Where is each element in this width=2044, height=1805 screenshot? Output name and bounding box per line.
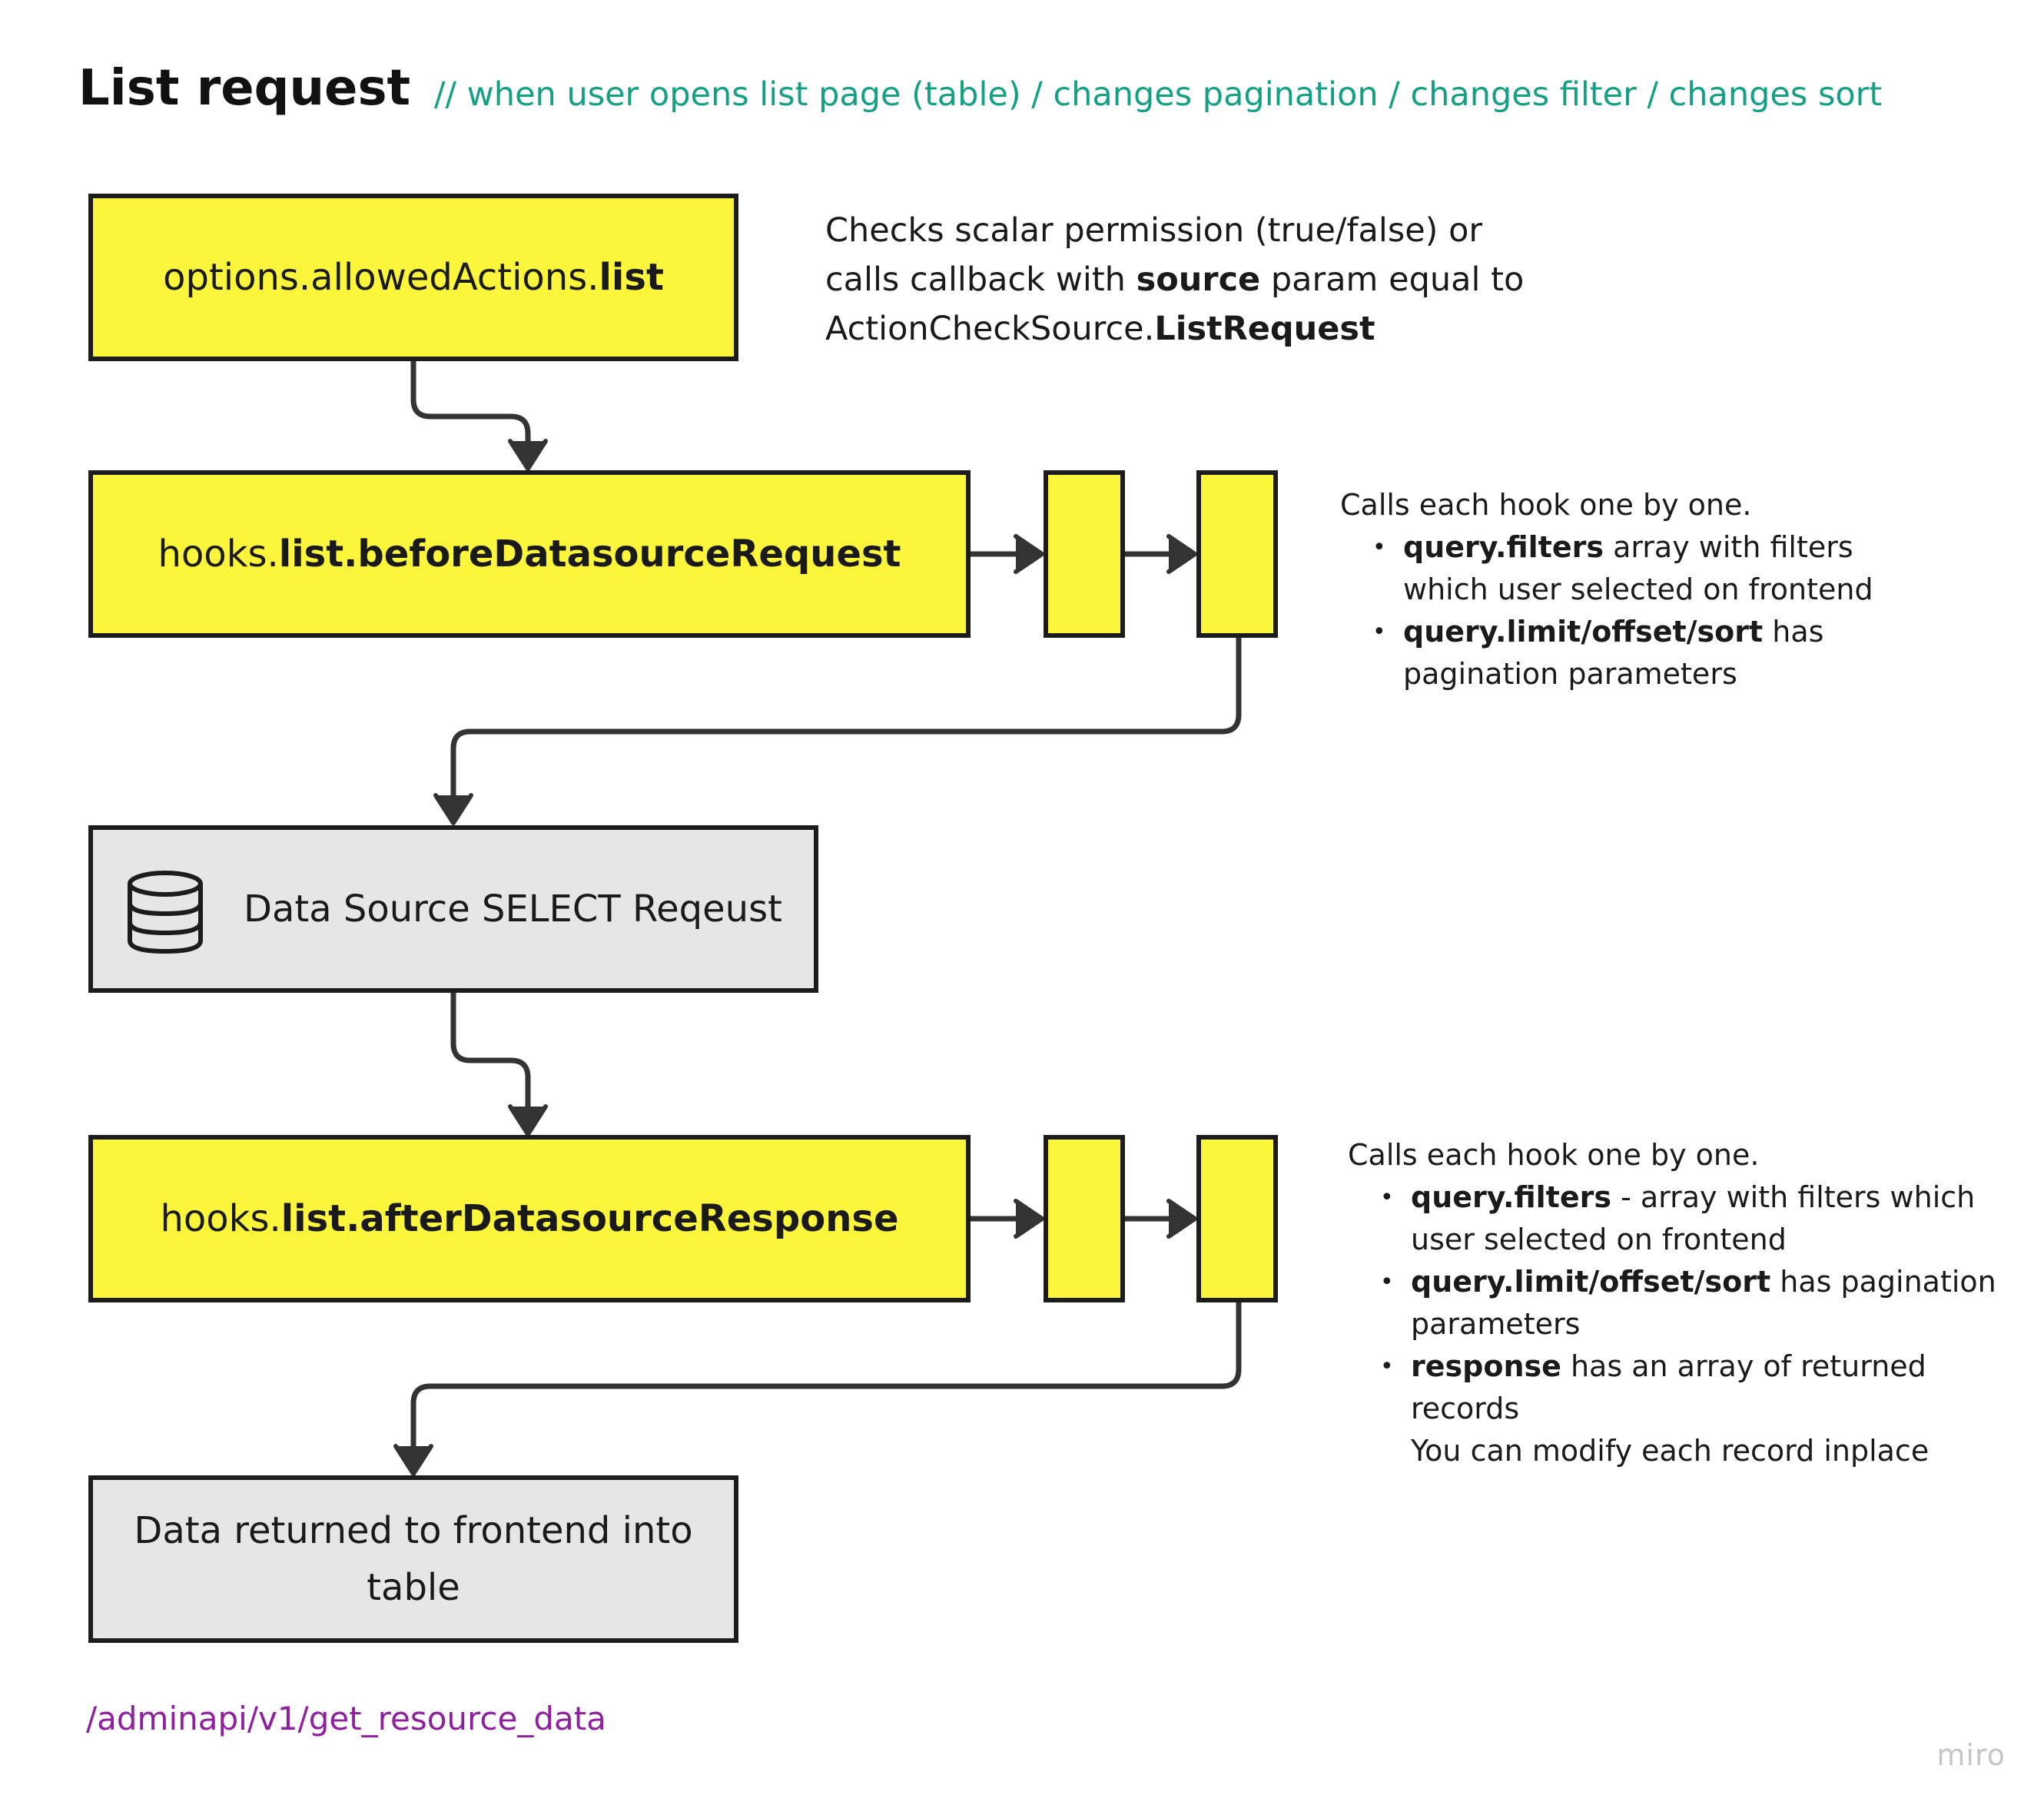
datasource-select-label: Data Source SELECT Reqeust: [244, 888, 782, 931]
datasource-select-node[interactable]: Data Source SELECT Reqeust: [88, 825, 818, 993]
after-hook-slot-2[interactable]: [1196, 1135, 1278, 1302]
connector-allowed-to-before: [410, 357, 531, 461]
connector-hook2-to-select: [450, 634, 1242, 815]
before-datasource-request-label: hooks.list.beforeDatasourceRequest: [158, 533, 901, 576]
after-hook-slot-1[interactable]: [1044, 1135, 1125, 1302]
page-title: List request: [78, 60, 411, 117]
arrowhead-hook2-to-select: [433, 793, 473, 825]
after-datasource-response-node[interactable]: hooks.list.afterDatasourceResponse: [88, 1135, 971, 1302]
note-bullet: query.filters - array with filters which: [1348, 1176, 1996, 1219]
arrowhead-after-to-hook3: [1014, 1199, 1044, 1239]
before-hook-slot-1[interactable]: [1044, 470, 1125, 638]
arrowhead-hook4-to-returned: [393, 1444, 433, 1476]
data-returned-node[interactable]: Data returned to frontend into table: [88, 1475, 738, 1643]
note-bullet: query.limit/offset/sort has: [1340, 611, 1873, 653]
database-icon: [128, 871, 203, 954]
arrowhead-select-to-after: [508, 1104, 548, 1136]
allowed-actions-label: options.allowedActions.list: [163, 256, 664, 299]
arrowhead-allowed-to-before: [508, 439, 548, 471]
before-hooks-note: Calls each hook one by one. query.filter…: [1340, 484, 1873, 695]
after-hooks-note: Calls each hook one by one. query.filter…: [1348, 1134, 1996, 1472]
note-bullet: query.filters array with filters: [1340, 526, 1873, 569]
allowed-actions-node[interactable]: options.allowedActions.list: [88, 194, 738, 361]
data-returned-label: Data returned to frontend into table: [134, 1509, 693, 1609]
allowed-actions-note: Checks scalar permission (true/false) or…: [825, 211, 1525, 348]
arrowhead-before-to-hook1: [1014, 534, 1044, 574]
arrowhead-hook3-to-hook4: [1166, 1199, 1197, 1239]
endpoint-path[interactable]: /adminapi/v1/get_resource_data: [86, 1700, 606, 1737]
trigger-comment: // when user opens list page (table) / c…: [434, 75, 1883, 114]
miro-logo: miro: [1936, 1738, 2006, 1772]
connector-hook4-to-returned: [410, 1299, 1242, 1466]
after-datasource-response-label: hooks.list.afterDatasourceResponse: [160, 1197, 899, 1240]
before-datasource-request-node[interactable]: hooks.list.beforeDatasourceRequest: [88, 470, 971, 638]
note-bullet: query.limit/offset/sort has pagination: [1348, 1261, 1996, 1303]
connector-select-to-after: [450, 990, 531, 1126]
before-hook-slot-2[interactable]: [1196, 470, 1278, 638]
note-bullet: response has an array of returned: [1348, 1345, 1996, 1388]
arrowhead-hook1-to-hook2: [1166, 534, 1197, 574]
